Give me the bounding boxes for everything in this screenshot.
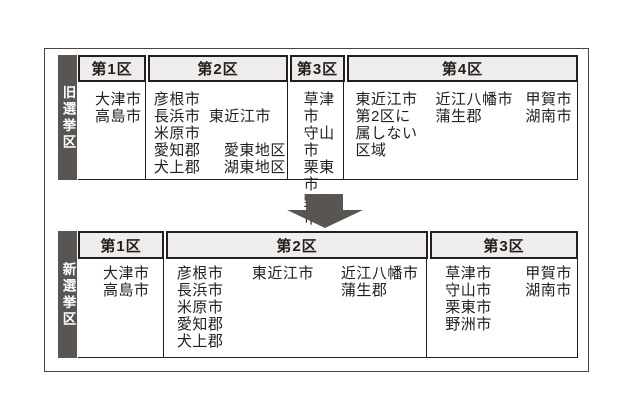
transition-arrow-icon xyxy=(306,194,343,210)
new-header-district-2: 第2区 xyxy=(166,231,428,259)
old-districts-table: 旧選挙区 第1区 第2区 第3区 第4区 大津市 高島市 彦根市 長浜市 米原市… xyxy=(58,55,578,227)
new-district-2-cell: 彦根市 長浜市 米原市 愛知郡 犬上郡 東近江市 近江八幡市 蒲生郡 xyxy=(164,259,428,357)
old-district-4-higashiomi-note: 東近江市 第2区に 属しない 区域 xyxy=(355,91,418,159)
old-table-cells: 第1区 第2区 第3区 第4区 大津市 高島市 彦根市 長浜市 米原市 愛知郡 … xyxy=(78,55,578,227)
old-district-2-higashiomi-sub-districts: 愛東地区 湖東地区 xyxy=(223,142,286,176)
old-district-2-higashiomi: 東近江市 xyxy=(208,108,271,125)
new-district-3-kusatsu-group: 草津市 守山市 栗東市 野洲市 xyxy=(445,265,492,333)
new-district-2-higashiomi: 東近江市 xyxy=(251,265,314,282)
new-header-district-1: 第1区 xyxy=(78,231,164,259)
new-districts-table: 新選挙区 第1区 第2区 第3区 大津市 高島市 彦根市 長浜市 米原市 愛知郡… xyxy=(58,231,578,358)
transition-arrow-head-icon xyxy=(287,210,363,228)
old-district-4-cell: 東近江市 第2区に 属しない 区域 近江八幡市 蒲生郡 甲賀市 湖南市 xyxy=(344,82,577,179)
new-district-2-omihachiman-group: 近江八幡市 蒲生郡 xyxy=(340,265,419,299)
old-header-district-4: 第4区 xyxy=(347,55,578,82)
old-header-district-3: 第3区 xyxy=(290,55,345,82)
new-district-1-cell: 大津市 高島市 xyxy=(78,259,164,357)
old-district-4-omihachiman-group: 近江八幡市 蒲生郡 xyxy=(435,91,513,125)
old-district-2-municipalities: 彦根市 長浜市 米原市 愛知郡 犬上郡 xyxy=(153,91,201,176)
old-header-district-2: 第2区 xyxy=(148,55,288,82)
old-district-2-higashiomi-group: 東近江市 愛東地区 湖東地区 xyxy=(209,91,286,193)
new-district-1-municipalities: 大津市 高島市 xyxy=(103,265,150,299)
old-district-1-municipalities: 大津市 高島市 xyxy=(95,91,142,125)
old-table-header-row: 第1区 第2区 第3区 第4区 xyxy=(78,55,578,82)
new-header-district-3: 第3区 xyxy=(430,231,578,259)
new-district-2-hikone-group: 彦根市 長浜市 米原市 愛知郡 犬上郡 xyxy=(176,265,224,350)
new-table-side-label: 新選挙区 xyxy=(58,231,77,358)
new-district-3-cell: 草津市 守山市 栗東市 野洲市 甲賀市 湖南市 xyxy=(427,259,577,357)
old-district-4-koka-group: 甲賀市 湖南市 xyxy=(525,91,572,125)
figure-frame: 旧選挙区 第1区 第2区 第3区 第4区 大津市 高島市 彦根市 長浜市 米原市… xyxy=(44,48,589,372)
old-district-1-cell: 大津市 高島市 xyxy=(78,82,146,179)
new-table-header-row: 第1区 第2区 第3区 xyxy=(78,231,578,259)
old-header-district-1: 第1区 xyxy=(78,55,146,82)
new-table-data-row: 大津市 高島市 彦根市 長浜市 米原市 愛知郡 犬上郡 東近江市 近江八幡市 蒲… xyxy=(78,259,578,358)
old-district-2-cell: 彦根市 長浜市 米原市 愛知郡 犬上郡 東近江市 愛東地区 湖東地区 xyxy=(146,82,288,179)
old-table-side-label: 旧選挙区 xyxy=(58,55,77,180)
new-table-cells: 第1区 第2区 第3区 大津市 高島市 彦根市 長浜市 米原市 愛知郡 犬上郡 … xyxy=(78,231,578,358)
old-table-data-row: 大津市 高島市 彦根市 長浜市 米原市 愛知郡 犬上郡 東近江市 愛東地区 湖東… xyxy=(78,82,578,227)
old-district-3-cell: 草津市 守山市 栗東市 野洲市 xyxy=(288,82,345,227)
new-district-3-koka-group: 甲賀市 湖南市 xyxy=(525,265,572,299)
